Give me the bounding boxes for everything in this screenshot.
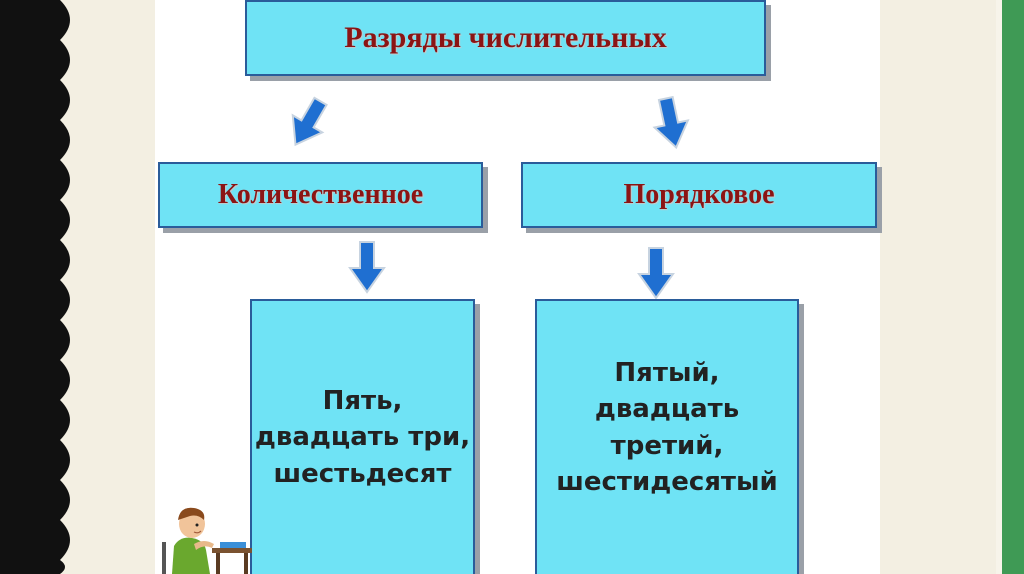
arrow-down-icon: [637, 247, 675, 300]
category-box-cardinal: Количественное: [158, 162, 483, 228]
category-box-ordinal: Порядковое: [521, 162, 877, 228]
diagram-title: Разряды числительных: [344, 21, 667, 54]
right-margin: [996, 0, 1002, 574]
example-line: Пятый,: [614, 357, 720, 388]
example-line: шестьдесят: [273, 458, 452, 489]
right-green-strip: [1002, 0, 1024, 574]
example-line: третий,: [610, 430, 724, 461]
arrow-down-icon: [348, 241, 386, 294]
example-line: Пять,: [322, 385, 403, 416]
example-line: шестидесятый: [556, 466, 778, 497]
arrow-down-icon: [652, 96, 690, 150]
examples-text: Пятый, двадцать третий, шестидесятый: [556, 355, 777, 501]
examples-box-cardinal: Пять, двадцать три, шестьдесят: [250, 299, 475, 574]
example-line: двадцать три,: [254, 422, 471, 453]
category-label: Порядковое: [623, 179, 775, 210]
category-label: Количественное: [217, 179, 424, 210]
example-line: двадцать: [594, 394, 740, 425]
examples-box-ordinal: Пятый, двадцать третий, шестидесятый: [535, 299, 799, 574]
diagram-title-box: Разряды числительных: [245, 0, 766, 76]
examples-text: Пять, двадцать три, шестьдесят: [255, 383, 470, 492]
scalloped-edge: [50, 0, 70, 574]
boy-at-desk-illustration: [162, 507, 252, 574]
arrow-down-icon: [291, 96, 328, 147]
